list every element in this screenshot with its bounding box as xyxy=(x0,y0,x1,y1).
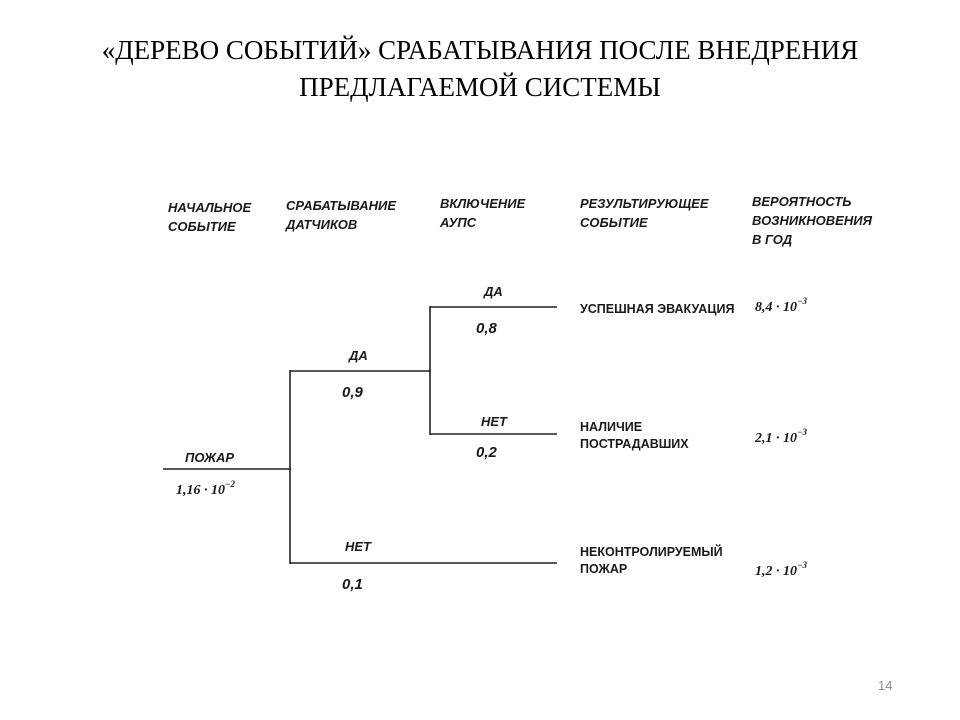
outcome-casualties-line-2: ПОСТРАДАВШИХ xyxy=(580,437,689,451)
aups-yes-value: 0,8 xyxy=(476,320,498,337)
aups-no-label: НЕТ xyxy=(481,414,508,429)
outcome-casualties-line-1: НАЛИЧИЕ xyxy=(580,420,642,434)
sensors-no-label: НЕТ xyxy=(345,539,372,554)
slide-title: «ДЕРЕВО СОБЫТИЙ» СРАБАТЫВАНИЯ ПОСЛЕ ВНЕД… xyxy=(0,32,960,106)
outcome-casualties-probability: 2,1 · 10−3 xyxy=(754,427,807,446)
header-sensor-triggering-line-2: ДАТЧИКОВ xyxy=(285,217,357,232)
sensors-yes-label: ДА xyxy=(348,348,368,363)
header-sensor-triggering: СРАБАТЫВАНИЕ ДАТЧИКОВ xyxy=(285,198,396,232)
header-initial-event-line-1: НАЧАЛЬНОЕ xyxy=(168,200,252,215)
aups-yes-label: ДА xyxy=(483,284,503,299)
outcome-uncontrolled-fire-line-2: ПОЖАР xyxy=(580,562,627,576)
header-probability: ВЕРОЯТНОСТЬ ВОЗНИКНОВЕНИЯ В ГОД xyxy=(752,194,873,247)
outcome-successful-evacuation: УСПЕШНАЯ ЭВАКУАЦИЯ xyxy=(580,302,734,316)
header-aups-activation: ВКЛЮЧЕНИЕ АУПС xyxy=(439,196,526,230)
header-aups-activation-line-2: АУПС xyxy=(439,215,477,230)
slide-title-line-1: «ДЕРЕВО СОБЫТИЙ» СРАБАТЫВАНИЯ ПОСЛЕ ВНЕД… xyxy=(101,35,859,65)
header-resulting-event-line-1: РЕЗУЛЬТИРУЮЩЕЕ xyxy=(580,196,709,211)
page-number: 14 xyxy=(878,678,893,693)
outcome-uncontrolled-fire-line-1: НЕКОНТРОЛИРУЕМЫЙ xyxy=(580,544,723,559)
header-sensor-triggering-line-1: СРАБАТЫВАНИЕ xyxy=(286,198,396,213)
initial-event-label: ПОЖАР xyxy=(185,450,234,465)
sensors-yes-value: 0,9 xyxy=(342,384,364,401)
aups-no-value: 0,2 xyxy=(476,444,498,461)
outcome-uncontrolled-fire-probability: 1,2 · 10−3 xyxy=(755,560,807,579)
header-resulting-event: РЕЗУЛЬТИРУЮЩЕЕ СОБЫТИЕ xyxy=(580,196,709,230)
initial-event-frequency: 1,16 · 10−2 xyxy=(176,479,235,498)
header-probability-line-3: В ГОД xyxy=(752,232,793,247)
header-resulting-event-line-2: СОБЫТИЕ xyxy=(580,215,648,230)
header-probability-line-1: ВЕРОЯТНОСТЬ xyxy=(752,194,851,209)
sensors-no-value: 0,1 xyxy=(342,576,363,593)
outcome-successful-evacuation-probability: 8,4 · 10−3 xyxy=(755,296,807,315)
slide-title-line-2: ПРЕДЛАГАЕМОЙ СИСТЕМЫ xyxy=(299,72,661,102)
header-aups-activation-line-1: ВКЛЮЧЕНИЕ xyxy=(440,196,526,211)
header-initial-event-line-2: СОБЫТИЕ xyxy=(168,219,236,234)
header-probability-line-2: ВОЗНИКНОВЕНИЯ xyxy=(752,213,873,228)
header-initial-event: НАЧАЛЬНОЕ СОБЫТИЕ xyxy=(168,200,252,234)
